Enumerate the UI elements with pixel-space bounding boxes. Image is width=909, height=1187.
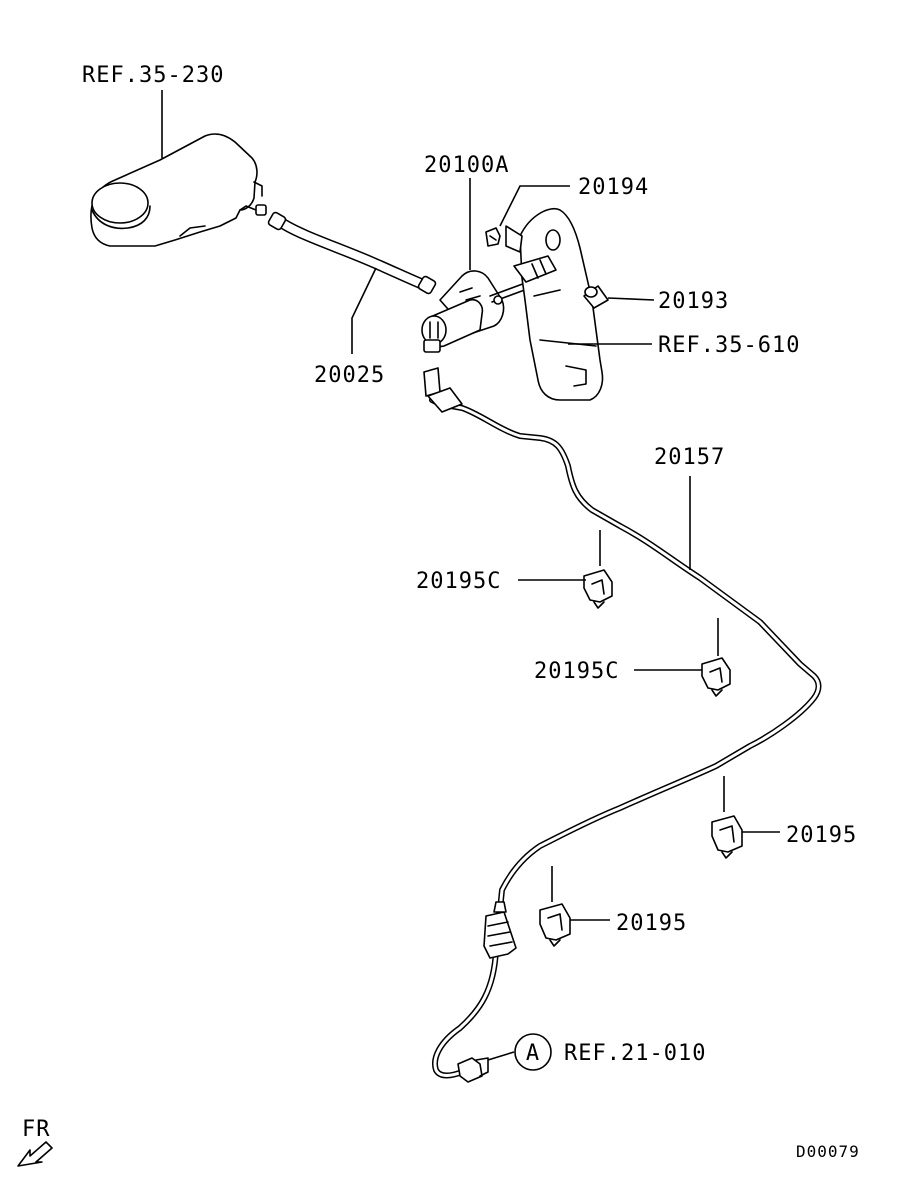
clip-20195-right	[711, 815, 743, 859]
clip-20194	[485, 227, 501, 247]
clutch-pedal-bracket	[505, 208, 604, 401]
circle-a-marker	[514, 1033, 552, 1071]
label-20193: 20193	[658, 289, 729, 314]
master-cylinder-reservoir	[90, 133, 267, 247]
label-20025: 20025	[314, 363, 385, 388]
label-ref-35-230: REF.35-230	[82, 63, 224, 88]
label-20100A: 20100A	[424, 153, 509, 178]
label-ref-35-610: REF.35-610	[658, 333, 800, 358]
leader-lines	[161, 90, 780, 1061]
clutch-pipe	[423, 367, 822, 1083]
clip-20195C-upper	[583, 569, 613, 609]
label-20195-left: 20195	[616, 911, 687, 936]
label-20194: 20194	[578, 175, 649, 200]
clip-20195C-lower	[701, 657, 731, 697]
clip-20195-left	[539, 903, 571, 947]
label-ref-21-010: REF.21-010	[564, 1041, 706, 1066]
pin-20193	[583, 285, 609, 309]
reservoir-hose	[267, 211, 437, 295]
label-20195C-upper: 20195C	[416, 569, 501, 594]
front-arrow-icon	[17, 1141, 53, 1167]
label-20157: 20157	[654, 445, 725, 470]
clutch-master-cylinder	[421, 270, 531, 353]
circle-a-label: A	[526, 1041, 540, 1066]
label-20195-right: 20195	[786, 823, 857, 848]
drawing-code: D00079	[796, 1142, 860, 1161]
label-20195C-lower: 20195C	[534, 659, 619, 684]
front-label: FR	[22, 1117, 51, 1142]
